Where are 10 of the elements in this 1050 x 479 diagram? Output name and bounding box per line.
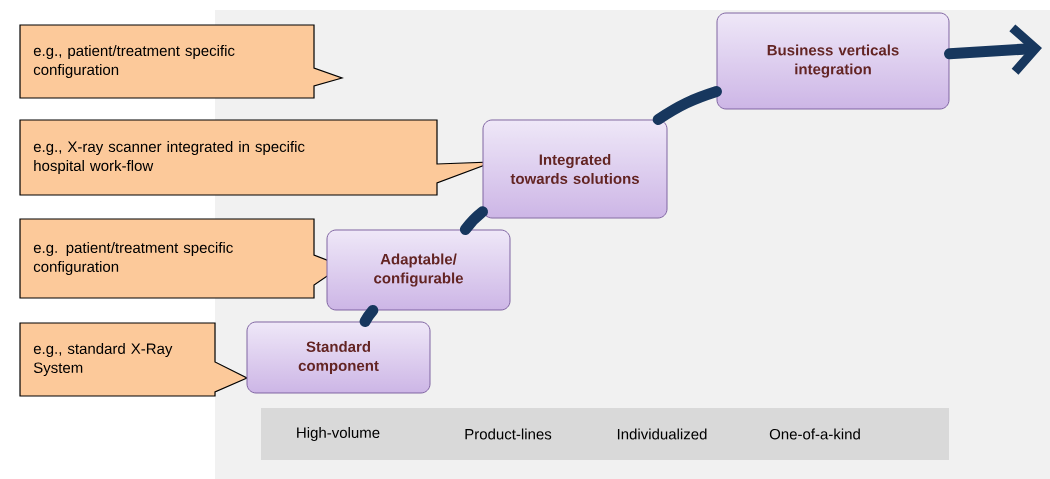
stage-box: Business verticals integration xyxy=(716,12,950,110)
stage-label: High-volume xyxy=(297,427,380,441)
stage-label: One-of-a-kind xyxy=(769,428,860,440)
stage-label: Individualized xyxy=(617,428,707,440)
stage-box: Integrated towards solutions xyxy=(482,119,668,219)
stage-box: Adaptable/ configurable xyxy=(326,229,511,311)
stage-box: Standard component xyxy=(246,321,431,394)
stage-label: Product-lines xyxy=(465,428,552,440)
callout-box: e.g., patient/treatment specific configuration xyxy=(19,24,344,99)
callout-box: e.g. patient/treatment specific configuration xyxy=(19,218,344,299)
